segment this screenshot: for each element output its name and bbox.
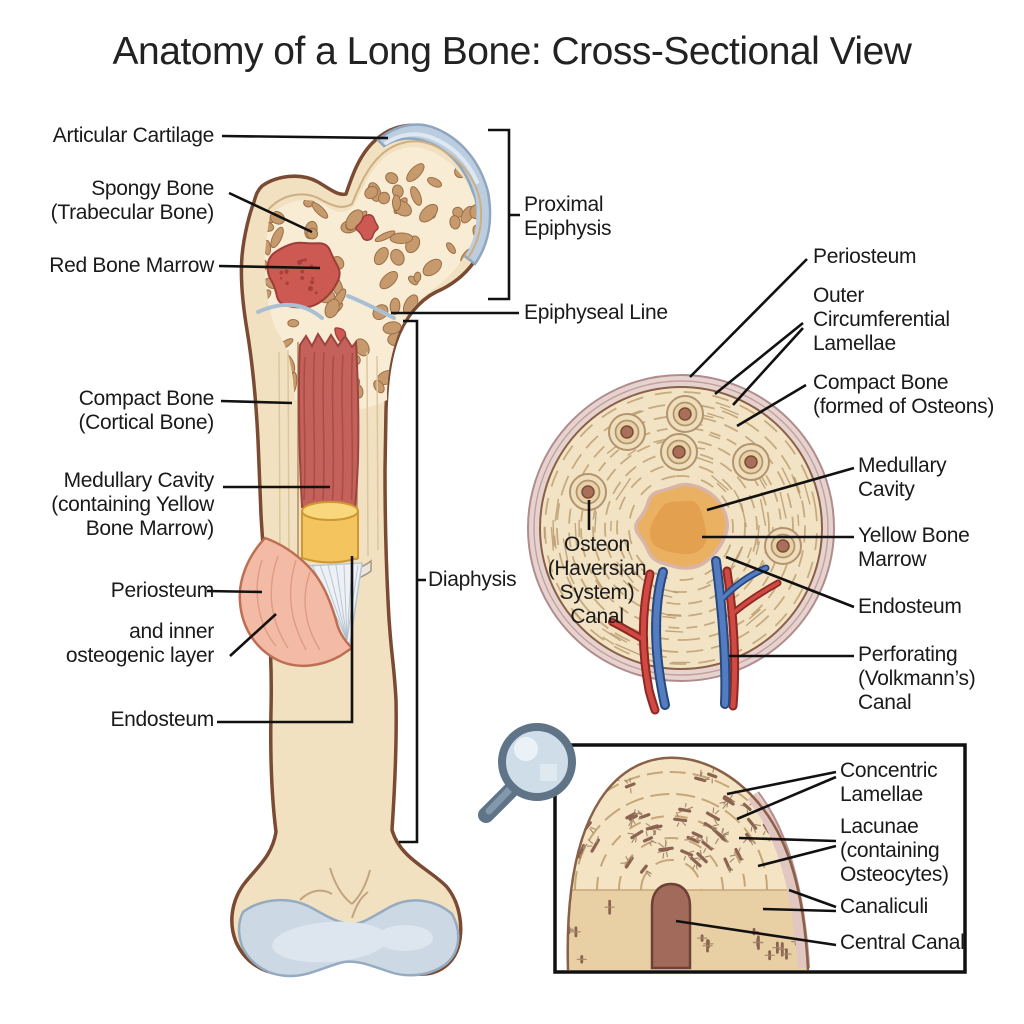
label-endosteum: Endosteum	[110, 708, 214, 731]
epiphyseal-line-mark	[256, 294, 396, 320]
medullary-cavity-red	[297, 331, 360, 508]
label-perforating-canal: Perforating (Volkmann’s) Canal	[858, 643, 976, 714]
leader-lines	[206, 128, 855, 947]
label-periosteum: Periosteum	[110, 579, 215, 602]
label-spongy-bone: Spongy Bone (Trabecular Bone)	[50, 177, 215, 224]
label-lacunae: Lacunae (containing Osteocytes)	[840, 815, 949, 886]
cs-medullary-cavity	[634, 482, 729, 570]
label-concentric-lamellae: Concentric Lamellae	[840, 759, 938, 806]
label-articular-cartilage: Articular Cartilage	[52, 124, 215, 147]
central-canal-shape	[650, 882, 692, 970]
label-diaphysis: Diaphysis	[428, 568, 517, 591]
label-central-canal: Central Canal	[840, 931, 965, 954]
page-title: Anatomy of a Long Bone: Cross-Sectional …	[112, 30, 912, 73]
blood-vessels	[608, 556, 782, 715]
label-inner-osteogenic-layer: and inner osteogenic layer	[65, 620, 214, 667]
label-yellow-bone-marrow: Yellow Bone Marrow	[858, 524, 970, 571]
long-bone-illustration	[230, 123, 492, 978]
label-epiphyseal-line: Epiphyseal Line	[524, 301, 668, 324]
periosteum-flap	[238, 536, 354, 668]
magnifier-icon	[478, 723, 576, 823]
label-outer-circumferential-lamellae: Outer Circumferential Lamellae	[813, 284, 950, 355]
yellow-marrow-cylinder	[301, 501, 359, 564]
label-canaliculi: Canaliculi	[840, 895, 929, 918]
label-cs-endosteum: Endosteum	[858, 595, 962, 618]
label-red-bone-marrow: Red Bone Marrow	[49, 254, 214, 277]
cross-section-illustration	[527, 374, 835, 715]
label-cs-compact-bone: Compact Bone (formed of Osteons)	[813, 371, 995, 418]
osteons	[569, 395, 802, 565]
label-cs-periosteum: Periosteum	[813, 245, 917, 268]
label-compact-bone: Compact Bone (Cortical Bone)	[78, 387, 214, 434]
distal-cartilage	[237, 898, 460, 978]
label-cs-medullary-cavity: Medullary Cavity	[858, 454, 947, 501]
label-osteon-canal: Osteon (Haversian System) Canal	[547, 533, 647, 628]
red-bone-marrow-patch	[266, 214, 379, 342]
label-proximal-epiphysis: Proximal Epiphysis	[524, 193, 612, 240]
label-medullary-cavity: Medullary Cavity (containing Yellow Bone…	[51, 469, 214, 540]
